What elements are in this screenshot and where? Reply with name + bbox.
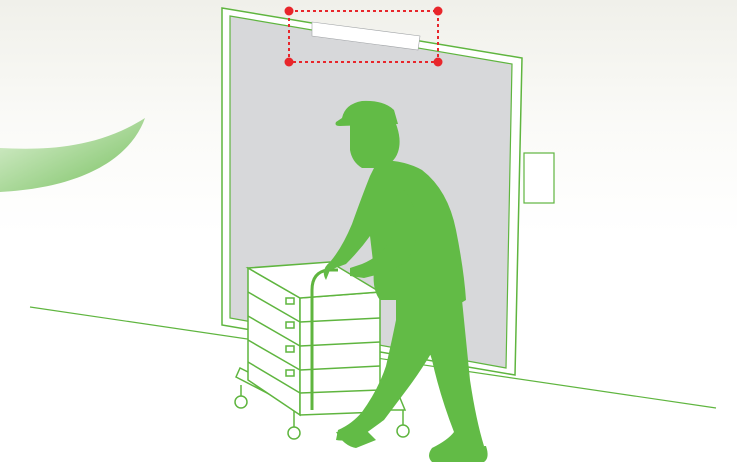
call-button-panel-icon [524, 153, 554, 203]
